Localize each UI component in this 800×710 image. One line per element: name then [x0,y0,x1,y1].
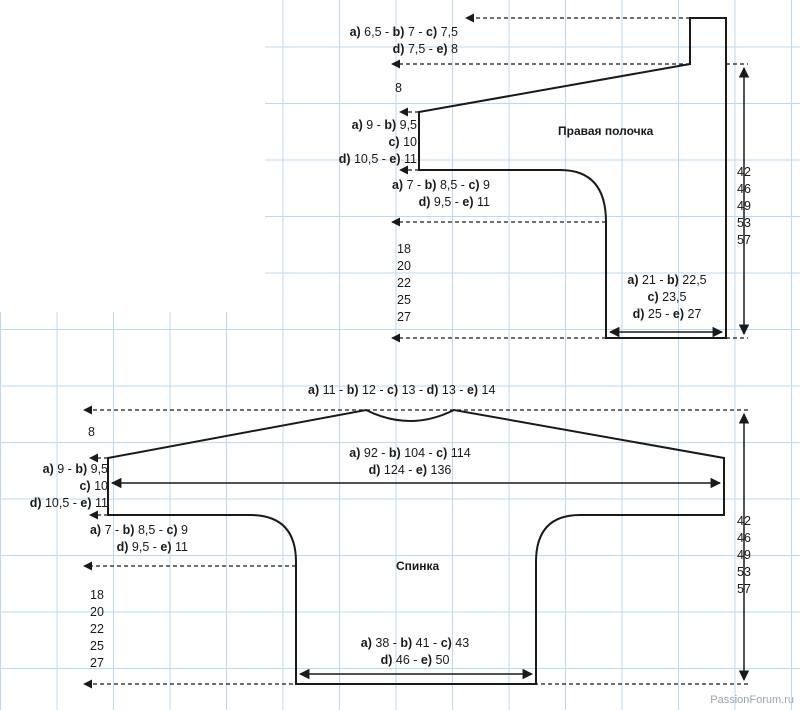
front-sleeve-curve-label: a) 7 - b) 8,5 - c) 9 d) 9,5 - e) 11 [392,177,490,211]
back-sleeve-curve-line: a) 7 - b) 8,5 - c) 9 [89,523,188,537]
front-side-height-value: 18 [397,242,411,256]
front-piece-outline [418,17,727,339]
back-side-height-value: 18 [90,588,104,602]
front-width-line: c) 23,5 [647,290,687,304]
front-armhole-line: d) 10,5 - e) 11 [338,152,417,166]
front-total-height-value: 46 [737,182,751,196]
back-armhole-label: a) 9 - b) 9,5 c) 10 d) 10,5 - e) 11 [30,461,108,512]
front-side-height-label: 18 20 22 25 27 [397,241,411,326]
front-armhole-line: c) 10 [388,135,417,149]
front-total-height-value: 53 [737,216,751,230]
back-sleeve-curve-label: a) 7 - b) 8,5 - c) 9 d) 9,5 - e) 11 [90,522,188,556]
back-span-line: d) 124 - e) 136 [368,463,452,477]
back-neck-label: a) 11 - b) 12 - c) 13 - d) 13 - e) 14 [308,383,496,397]
back-side-height-value: 20 [90,605,104,619]
back-width-label: a) 38 - b) 41 - c) 43 d) 46 - e) 50 [310,635,520,669]
front-armhole-line: a) 9 - b) 9,5 [351,118,417,132]
back-side-height-value: 27 [90,656,104,670]
back-sleeve-curve-line: d) 9,5 - e) 11 [116,540,188,554]
front-side-height-value: 27 [397,310,411,324]
back-total-height-label: 42 46 49 53 57 [737,513,751,598]
back-side-height-value: 22 [90,622,104,636]
back-title: Спинка [396,559,440,573]
back-total-height-value: 57 [737,582,751,596]
front-slope-label: 8 [395,81,402,95]
front-total-height-value: 57 [737,233,751,247]
back-span-line: a) 92 - b) 104 - c) 114 [349,446,471,460]
back-span-label: a) 92 - b) 104 - c) 114 d) 124 - e) 136 [300,445,520,479]
back-total-height-value: 42 [737,514,751,528]
front-total-height-value: 42 [737,165,751,179]
back-armhole-line: a) 9 - b) 9,5 [42,462,108,476]
front-shoulder-top-label: a) 6,5 - b) 7 - c) 7,5 d) 7,5 - e) 8 [350,24,458,58]
front-shoulder-top-line: d) 7,5 - e) 8 [392,42,458,56]
back-width-line: a) 38 - b) 41 - c) 43 [360,636,470,650]
front-armhole-label: a) 9 - b) 9,5 c) 10 d) 10,5 - e) 11 [339,117,417,168]
back-side-height-label: 18 20 22 25 27 [90,587,104,672]
back-armhole-line: c) 10 [79,479,108,493]
front-width-label: a) 21 - b) 22,5 c) 23,5 d) 25 - e) 27 [612,272,722,323]
front-title: Правая полочка [558,124,654,138]
back-side-height-value: 25 [90,639,104,653]
front-total-height-label: 42 46 49 53 57 [737,164,751,249]
front-width-line: a) 21 - b) 22,5 [627,273,707,287]
front-side-height-value: 20 [397,259,411,273]
back-slope-label: 8 [88,425,95,439]
front-width-line: d) 25 - e) 27 [632,307,702,321]
front-total-height-value: 49 [737,199,751,213]
back-total-height-value: 53 [737,565,751,579]
front-side-height-value: 22 [397,276,411,290]
front-sleeve-curve-line: a) 7 - b) 8,5 - c) 9 [391,178,490,192]
watermark: PassionForum.ru [710,694,794,706]
back-width-line: d) 46 - e) 50 [380,653,450,667]
front-shoulder-top-line: a) 6,5 - b) 7 - c) 7,5 [349,25,458,39]
back-piece-outline [107,408,725,685]
back-total-height-value: 49 [737,548,751,562]
front-sleeve-curve-line: d) 9,5 - e) 11 [418,195,490,209]
back-total-height-value: 46 [737,531,751,545]
front-side-height-value: 25 [397,293,411,307]
back-armhole-line: d) 10,5 - e) 11 [29,496,108,510]
